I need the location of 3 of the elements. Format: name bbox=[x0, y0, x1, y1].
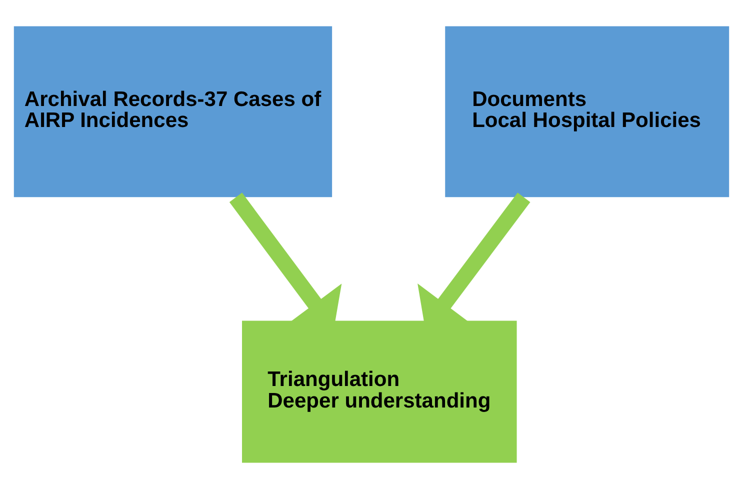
node-box: Documents Local Hospital Policies bbox=[445, 26, 730, 197]
node-box: Archival Records-37 Cases of AIRP Incidences bbox=[14, 26, 332, 197]
node-box: Triangulation Deeper understanding bbox=[242, 320, 517, 462]
